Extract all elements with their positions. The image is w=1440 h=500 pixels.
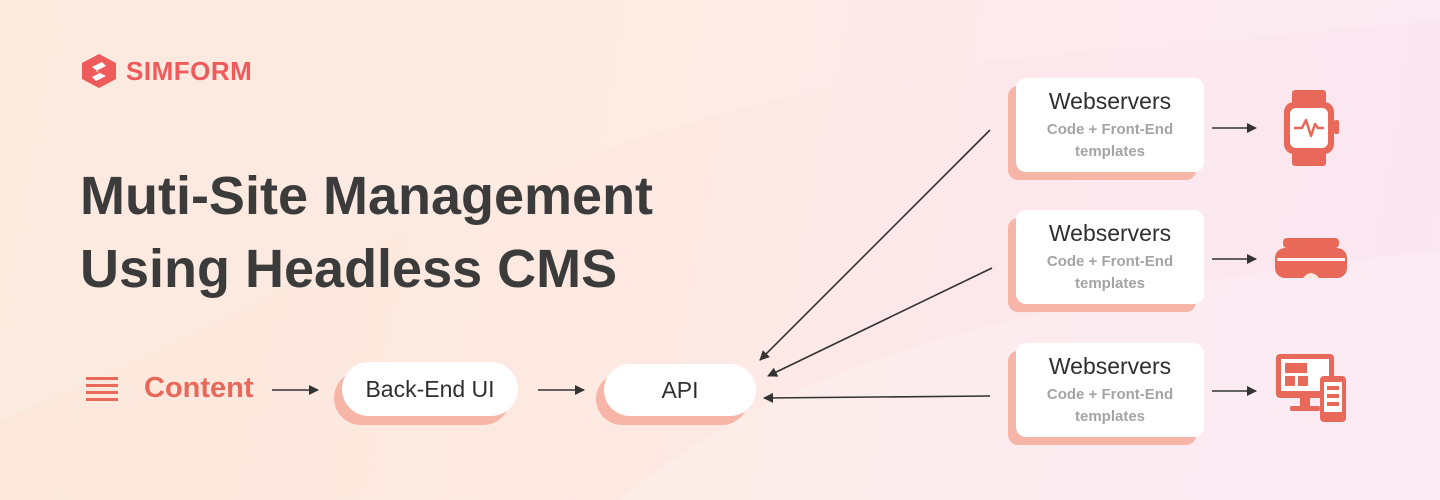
title-line-2: Using Headless CMS [80, 239, 618, 299]
webserver-node-2: Webservers Code + Front-End templates [1016, 210, 1204, 304]
webserver-title: Webservers [1048, 352, 1172, 379]
webserver-sub-2: templates [1074, 407, 1146, 425]
smartwatch-icon [1284, 90, 1339, 166]
content-label: Content [144, 372, 254, 404]
webserver-node-1: Webservers Code + Front-End templates [1016, 78, 1204, 172]
webserver-sub-1: Code + Front-End [1046, 252, 1174, 270]
desktop-mobile-icon [1276, 354, 1346, 422]
webserver-sub-2: templates [1074, 142, 1146, 160]
content-source: Content [86, 372, 254, 405]
webserver-sub-1: Code + Front-End [1046, 385, 1174, 403]
api-label: API [661, 376, 699, 403]
title-line-1: Muti-Site Management [80, 166, 654, 226]
webserver-sub-2: templates [1074, 274, 1146, 292]
webserver-title: Webservers [1048, 87, 1172, 114]
simform-logo-icon [82, 54, 116, 88]
webserver-title: Webservers [1048, 219, 1172, 246]
vr-headset-icon [1275, 238, 1347, 278]
backend-ui-label: Back-End UI [365, 375, 495, 402]
brand-logo: SIMFORM [80, 52, 252, 90]
brand-name: SIMFORM [126, 55, 253, 86]
api-node: API [604, 364, 756, 416]
webserver-node-3: Webservers Code + Front-End templates [1016, 343, 1204, 437]
backend-ui-node: Back-End UI [342, 362, 518, 416]
content-list-icon [86, 376, 118, 401]
webserver-sub-1: Code + Front-End [1046, 120, 1174, 138]
page-title: Muti-Site Management Using Headless CMS [80, 160, 653, 306]
